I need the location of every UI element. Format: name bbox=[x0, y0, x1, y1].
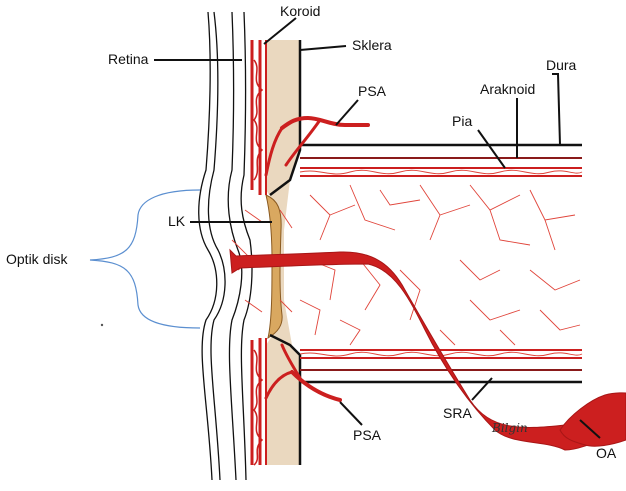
psa-top-leader bbox=[336, 100, 358, 125]
label-psa-top: PSA bbox=[358, 83, 387, 99]
label-retina: Retina bbox=[108, 51, 149, 67]
label-sra: SRA bbox=[443, 405, 472, 421]
dot-mark bbox=[101, 324, 103, 326]
choroid-bottom bbox=[252, 338, 266, 465]
sclera-band bbox=[266, 40, 300, 465]
optic-disk-bracket bbox=[90, 190, 200, 328]
psa-bottom-leader bbox=[340, 402, 362, 425]
label-optik-disk: Optik disk bbox=[6, 251, 68, 267]
meninges-top bbox=[300, 145, 582, 176]
label-araknoid: Araknoid bbox=[480, 81, 535, 97]
choroid-top bbox=[252, 40, 266, 195]
sklera-leader bbox=[300, 46, 346, 50]
label-dura: Dura bbox=[546, 57, 577, 73]
ophthalmic-artery bbox=[560, 393, 626, 446]
artist-signature: Bilgin bbox=[491, 421, 528, 435]
label-oa: OA bbox=[596, 445, 617, 461]
pia-leader bbox=[478, 130, 505, 168]
label-sklera: Sklera bbox=[352, 37, 392, 53]
label-psa-bottom: PSA bbox=[353, 427, 382, 443]
label-koroid: Koroid bbox=[280, 3, 320, 19]
label-lk: LK bbox=[168, 213, 186, 229]
label-pia: Pia bbox=[452, 113, 472, 129]
retina-outline bbox=[199, 12, 252, 480]
dura-leader bbox=[552, 74, 560, 145]
